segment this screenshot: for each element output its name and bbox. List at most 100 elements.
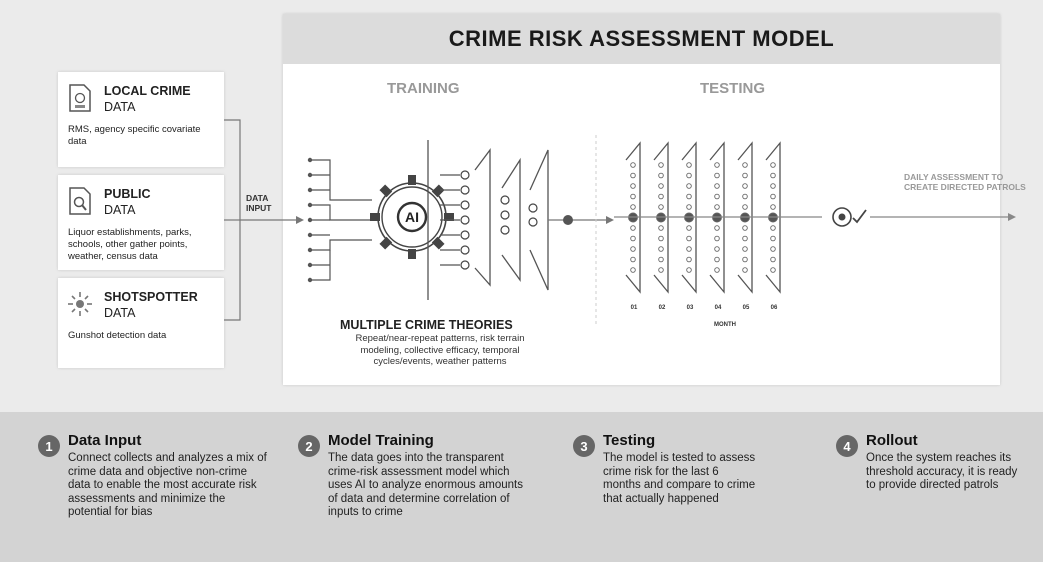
testing-node bbox=[770, 162, 776, 168]
shotspotter-data-card: SHOTSPOTTER DATA Gunshot detection data bbox=[58, 278, 224, 368]
testing-node bbox=[630, 246, 636, 252]
month-tick-label: 06 bbox=[770, 305, 778, 311]
testing-node bbox=[630, 235, 636, 242]
testing-node bbox=[742, 193, 748, 200]
testing-node bbox=[686, 256, 692, 263]
testing-label: TESTING bbox=[700, 80, 766, 97]
step-description: The data goes into the transparent crime… bbox=[328, 452, 523, 518]
testing-node bbox=[658, 193, 664, 200]
input-network bbox=[310, 159, 372, 281]
testing-node bbox=[714, 267, 720, 273]
month-tick-label: 03 bbox=[686, 305, 694, 311]
training-output-node bbox=[563, 215, 573, 225]
testing-node bbox=[714, 193, 720, 200]
testing-node bbox=[714, 246, 720, 252]
testing-node bbox=[742, 183, 748, 189]
testing-node bbox=[658, 204, 664, 210]
step-title: Testing bbox=[603, 432, 656, 449]
testing-node bbox=[658, 183, 664, 189]
testing-node bbox=[630, 193, 636, 200]
training-arrowhead bbox=[606, 216, 614, 224]
step-description: The model is tested to assess crime risk… bbox=[603, 452, 756, 505]
testing-node bbox=[686, 267, 692, 273]
training-layer-nodes bbox=[500, 195, 538, 235]
testing-node bbox=[742, 246, 748, 252]
testing-node bbox=[742, 256, 748, 263]
target-check-icon bbox=[832, 207, 867, 227]
testing-node bbox=[770, 204, 776, 210]
testing-node bbox=[770, 225, 776, 231]
search-document-icon bbox=[69, 187, 91, 215]
step-description: Once the system reaches its threshold ac… bbox=[866, 452, 1018, 491]
testing-node bbox=[686, 183, 692, 189]
testing-node bbox=[714, 183, 720, 189]
testing-node bbox=[630, 225, 636, 231]
steps-panel: 1 Data Input Connect collects and analyz… bbox=[0, 412, 1043, 562]
testing-node bbox=[742, 235, 748, 242]
pipeline-diagram: AI bbox=[224, 119, 1016, 325]
step-description: Connect collects and analyzes a mix of c… bbox=[68, 452, 267, 518]
testing-node bbox=[658, 256, 664, 263]
testing-node bbox=[686, 193, 692, 200]
source-description: RMS, agency specific covariate data bbox=[68, 124, 201, 147]
testing-node bbox=[714, 256, 720, 263]
testing-node bbox=[742, 204, 748, 210]
testing-node bbox=[770, 172, 776, 179]
training-label: TRAINING bbox=[387, 80, 460, 97]
ai-label: AI bbox=[405, 209, 419, 225]
month-tick-label: 01 bbox=[630, 305, 638, 311]
month-tick-label: 02 bbox=[658, 305, 666, 311]
testing-node bbox=[770, 183, 776, 189]
testing-node bbox=[714, 225, 720, 231]
testing-node bbox=[686, 172, 692, 179]
testing-node bbox=[630, 172, 636, 179]
step-number-badge: 4 bbox=[836, 435, 858, 457]
month-axis-label: MONTH bbox=[714, 322, 736, 328]
source-title: SHOTSPOTTER bbox=[104, 290, 198, 304]
shotspotter-icon bbox=[68, 292, 92, 316]
step-title: Rollout bbox=[866, 432, 918, 449]
testing-node bbox=[630, 204, 636, 210]
source-description: Gunshot detection data bbox=[68, 330, 167, 341]
testing-node bbox=[630, 162, 636, 168]
testing-node bbox=[658, 246, 664, 252]
month-tick-label: 05 bbox=[742, 305, 750, 311]
theories-description: Repeat/near-repeat patterns, risk terrai… bbox=[355, 333, 525, 367]
testing-node bbox=[770, 235, 776, 242]
testing-node bbox=[770, 246, 776, 252]
testing-node bbox=[630, 256, 636, 263]
testing-node bbox=[742, 162, 748, 168]
testing-node bbox=[770, 267, 776, 273]
model-title: CRIME RISK ASSESSMENT MODEL bbox=[283, 14, 1000, 64]
testing-node bbox=[714, 162, 720, 168]
testing-node bbox=[742, 267, 748, 273]
testing-node bbox=[770, 256, 776, 263]
training-nodes bbox=[460, 170, 470, 270]
testing-node bbox=[658, 235, 664, 242]
testing-node bbox=[658, 162, 664, 168]
source-subtitle: DATA bbox=[104, 306, 136, 320]
month-tick-label: 04 bbox=[714, 305, 722, 311]
source-title: PUBLIC bbox=[104, 187, 151, 201]
document-icon bbox=[69, 84, 91, 112]
testing-node bbox=[658, 225, 664, 231]
step-title: Model Training bbox=[328, 432, 434, 449]
input-nodes bbox=[307, 157, 313, 283]
output-label: DAILY ASSESSMENT TO CREATE DIRECTED PATR… bbox=[904, 172, 1026, 192]
local-crime-data-card: LOCAL CRIME DATA RMS, agency specific co… bbox=[58, 72, 224, 167]
public-data-card: PUBLIC DATA Liquor establishments, parks… bbox=[58, 175, 224, 270]
testing-node bbox=[686, 204, 692, 210]
testing-node bbox=[742, 172, 748, 179]
testing-node bbox=[714, 172, 720, 179]
testing-node bbox=[658, 267, 664, 273]
step-number-badge: 1 bbox=[38, 435, 60, 457]
testing-node bbox=[770, 193, 776, 200]
data-input-label: DATA INPUT bbox=[246, 193, 272, 213]
step-number-badge: 3 bbox=[573, 435, 595, 457]
step-title: Data Input bbox=[68, 432, 142, 449]
testing-node bbox=[714, 235, 720, 242]
source-subtitle: DATA bbox=[104, 203, 136, 217]
testing-node bbox=[686, 225, 692, 231]
output-arrowhead bbox=[1008, 213, 1016, 221]
testing-node bbox=[658, 172, 664, 179]
